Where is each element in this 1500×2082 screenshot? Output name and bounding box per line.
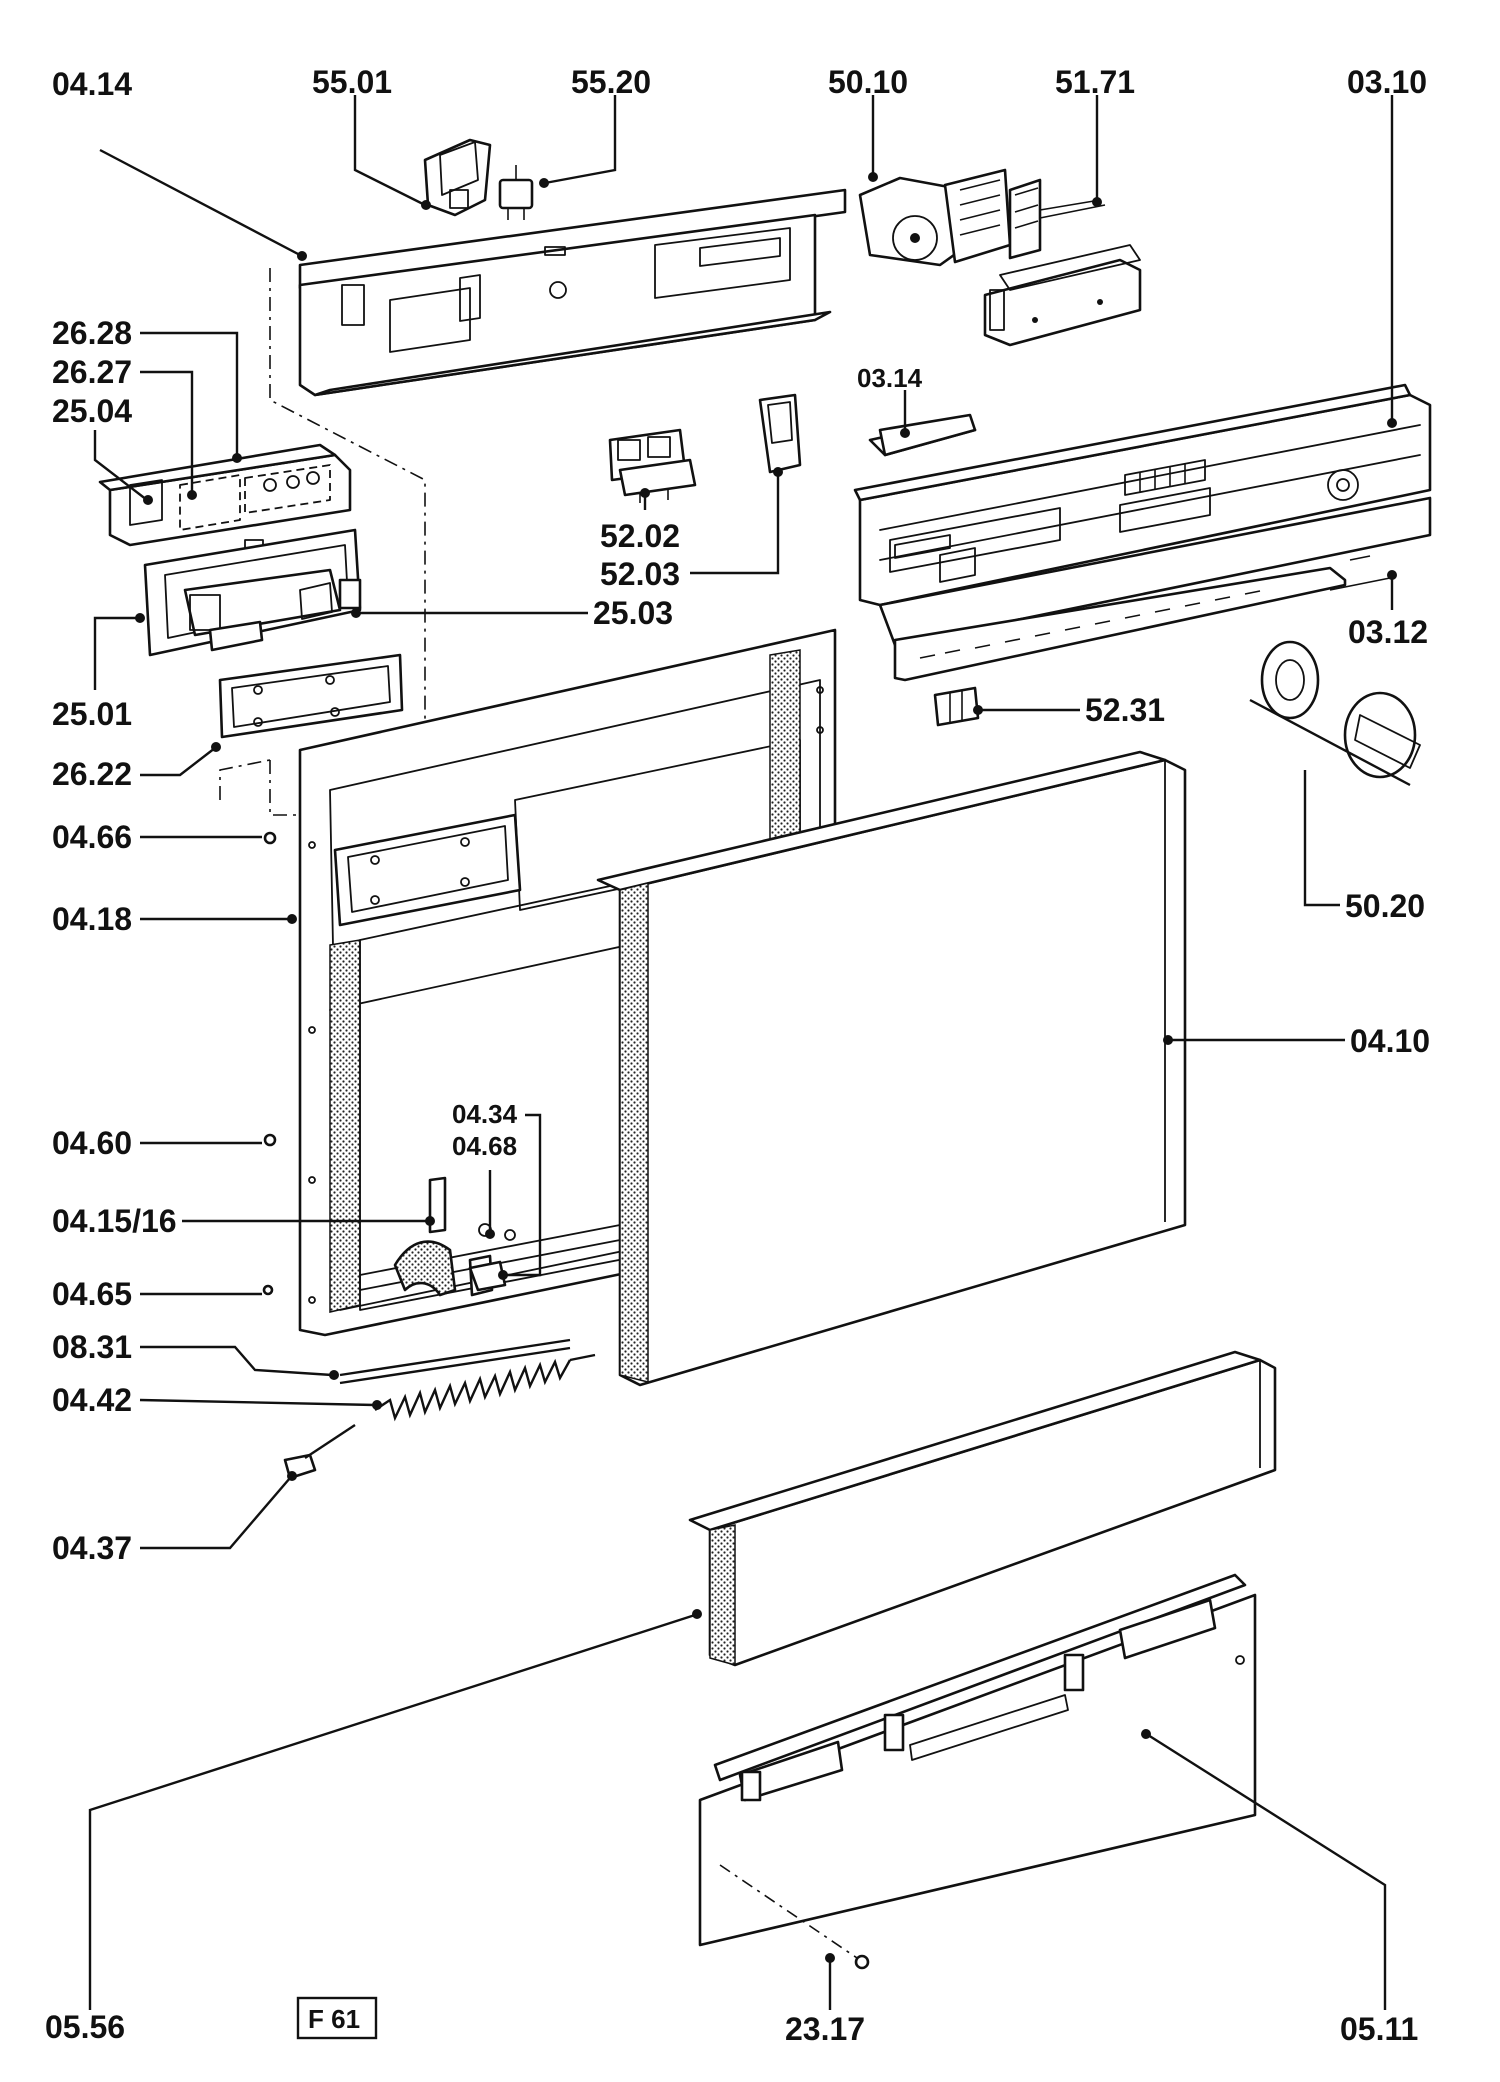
figure-code: F 61: [308, 2004, 360, 2034]
label-55-01: 55.01: [312, 64, 392, 100]
door-spring-part: [374, 1353, 596, 1422]
timer-mount-part: [983, 244, 1142, 347]
door-hinge-part: [393, 1176, 516, 1297]
label-50-20: 50.20: [1345, 888, 1425, 924]
spring-hook-part: [283, 1423, 356, 1480]
label-26-22: 26.22: [52, 756, 132, 792]
label-04-42: 04.42: [52, 1382, 132, 1418]
label-52-03: 52.03: [600, 556, 680, 592]
terminal-block-part: [608, 428, 697, 503]
label-05-56: 05.56: [45, 2009, 125, 2045]
control-panel-bracket: [298, 188, 847, 397]
label-04-34: 04.34: [452, 1099, 518, 1129]
label-04-37: 04.37: [52, 1530, 132, 1566]
micro-switch-part: [498, 165, 534, 220]
label-04-60: 04.60: [52, 1125, 132, 1161]
label-51-71: 51.71: [1055, 64, 1135, 100]
fascia-strip: [878, 496, 1432, 647]
toe-board: [698, 1573, 1257, 1947]
label-52-02: 52.02: [600, 518, 680, 554]
label-25-01: 25.01: [52, 696, 132, 732]
symbol-strip: [893, 566, 1347, 682]
door-switch-part: [423, 138, 492, 217]
rod-part: [339, 1338, 571, 1385]
outer-door-panel: [596, 750, 1187, 1387]
control-fascia: [853, 383, 1432, 607]
label-08-31: 08.31: [52, 1329, 132, 1365]
program-knob: [1249, 640, 1421, 787]
label-04-10: 04.10: [1350, 1023, 1430, 1059]
timer-motor-part: [858, 168, 1106, 267]
label-04-18: 04.18: [52, 901, 132, 937]
label-04-66: 04.66: [52, 819, 132, 855]
panel-clip-part: [868, 413, 977, 457]
label-23-17: 23.17: [785, 2011, 865, 2047]
label-50-10: 50.10: [828, 64, 908, 100]
label-04-15-16: 04.15/16: [52, 1203, 177, 1239]
label-03-10: 03.10: [1347, 64, 1427, 100]
detergent-dispenser-cover: [98, 443, 352, 549]
screw-23-17: [719, 1864, 870, 1970]
dispenser-gasket: [218, 653, 404, 739]
label-55-20: 55.20: [571, 64, 651, 100]
label-04-14: 04.14: [52, 66, 132, 102]
label-26-28: 26.28: [52, 315, 132, 351]
label-04-68: 04.68: [452, 1131, 517, 1161]
label-52-31: 52.31: [1085, 692, 1165, 728]
leader-lines: [88, 95, 1397, 2010]
small-connector-block: [933, 686, 980, 727]
kick-panel: [688, 1350, 1277, 1667]
label-03-12: 03.12: [1348, 614, 1428, 650]
connector-part: [758, 393, 802, 474]
label-05-11: 05.11: [1340, 2011, 1418, 2047]
screw-parts: [262, 831, 277, 1296]
label-25-03: 25.03: [593, 595, 673, 631]
label-04-65: 04.65: [52, 1276, 132, 1312]
part-labels: 04.14 55.01 55.20 50.10 51.71 03.10 26.2…: [45, 64, 1430, 2047]
figure-code-box: F 61: [296, 1996, 378, 2040]
label-26-27: 26.27: [52, 354, 132, 390]
label-03-14: 03.14: [857, 363, 923, 393]
label-25-04: 25.04: [52, 393, 132, 429]
detergent-dispenser-box: [143, 528, 362, 657]
